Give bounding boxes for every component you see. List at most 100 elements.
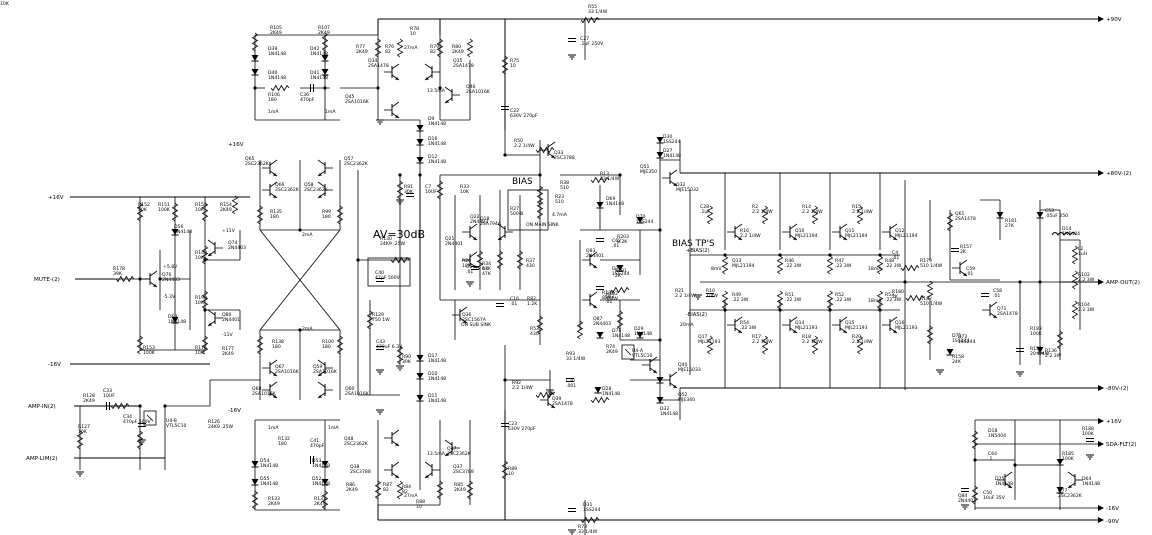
rail-label-sda-flt: SDA-FLT(2) <box>1106 442 1136 448</box>
component-value: 630V 270pF <box>510 113 538 119</box>
component-label: R54 <box>740 320 749 326</box>
component-label: D64 <box>1082 476 1091 482</box>
component-value: MJL21193 <box>795 325 818 331</box>
note-i7: 13.5mA <box>427 451 446 457</box>
resistor-symbol <box>926 280 934 300</box>
component-value: 2SC2362K <box>344 441 369 447</box>
gain-feedback-box <box>367 257 411 287</box>
component-label: R53 <box>530 326 539 332</box>
component-value: 2K <box>615 273 622 279</box>
component-value: MJL21193 <box>698 339 721 345</box>
component-value: 2K49 <box>318 30 330 36</box>
component-label: R201 <box>615 268 627 274</box>
resistor-symbol <box>270 84 290 92</box>
component-value: 2K <box>960 249 967 255</box>
resistor-symbol <box>256 335 264 355</box>
component-label: D17 <box>428 353 437 359</box>
component-value: 180 <box>268 97 277 103</box>
resistor-symbol <box>201 290 209 310</box>
resistor-symbol <box>926 325 934 345</box>
capacitor-symbol <box>310 84 314 92</box>
component-value: VTL5C10 <box>632 353 653 359</box>
resistor-symbol <box>721 255 729 275</box>
rail-label-p90: +90V <box>1106 17 1122 23</box>
component-value: 1N4148 <box>312 463 330 469</box>
component-value: 10UF <box>425 189 437 195</box>
rail-label-m90: -90V <box>1106 519 1119 525</box>
component-label: D32 <box>660 406 669 412</box>
component-label: Q13 <box>732 258 742 264</box>
component-value: 180 <box>270 214 279 220</box>
component-label: C50 <box>983 490 992 496</box>
component-value: 2SC2362K <box>304 187 329 193</box>
component-label: D70 <box>636 214 645 220</box>
component-label: D16 <box>428 136 437 142</box>
component-label: R177 <box>222 346 234 352</box>
component-value: MJL21194 <box>845 233 868 239</box>
component-value: 1N4148 <box>612 333 630 339</box>
resistor-symbol <box>1071 270 1079 290</box>
io-label-bias2-top: +BIAS(2) <box>686 248 710 254</box>
component-label: C5 <box>466 264 472 270</box>
ground-symbol <box>376 369 384 375</box>
io-label-bias2-bot: -BIAS(2) <box>686 312 707 318</box>
component-label: R84 <box>402 484 411 490</box>
component-label: D53 <box>312 458 321 464</box>
capacitor-symbol <box>376 278 384 282</box>
resistor-symbol <box>826 255 834 275</box>
component-label: Q12 <box>895 228 905 234</box>
note-i3: 2mA <box>302 232 313 238</box>
component-value: 2.2 1/4W <box>852 209 873 215</box>
resistor-symbol <box>721 290 729 310</box>
transistor-symbol <box>642 356 658 374</box>
note-i9: 4.7mA <box>552 212 568 218</box>
diode-symbol <box>251 69 259 76</box>
component-value: 1N4148 <box>606 201 624 207</box>
resistor-symbol <box>374 38 382 58</box>
component-label: Q37 <box>453 464 463 470</box>
component-label: Q16 <box>895 320 905 326</box>
component-value: 2N4403 <box>228 245 246 251</box>
resistor-symbol <box>971 485 979 505</box>
bias-pot-box <box>507 189 549 231</box>
component-value: 1N4148 <box>260 463 278 469</box>
component-value: .01 <box>966 271 973 277</box>
component-label: Q22 <box>470 214 480 220</box>
component-value: 2SC2362K <box>275 187 300 193</box>
component-label: R75 <box>510 58 519 64</box>
component-label: Q10 <box>795 228 805 234</box>
component-label: D55 <box>260 476 269 482</box>
component-label: Q17 <box>698 334 708 340</box>
component-value: 1N5404 <box>1062 231 1080 237</box>
transistor-symbol <box>462 251 478 269</box>
component-label: C59 <box>966 266 975 272</box>
transistor-symbol <box>727 316 743 334</box>
component-value: 2SA1016K <box>345 391 370 397</box>
note-i2: 1mA <box>325 109 336 115</box>
diode-symbol <box>416 139 424 146</box>
component-label: D10 <box>428 371 437 377</box>
bias-heading: BIAS <box>512 177 533 187</box>
component-value: 2.2 1/4W <box>752 209 773 215</box>
component-label: Q67 <box>275 364 285 370</box>
optocoupler-symbol <box>143 410 157 426</box>
transistor-symbol <box>832 316 848 334</box>
note-v3: +5.8V <box>163 264 178 270</box>
component-label: R104 <box>1078 302 1090 308</box>
component-value: .22 3W <box>885 297 902 303</box>
component-value: 1N4148 <box>168 319 186 325</box>
component-value: 10K <box>195 300 205 306</box>
component-value: 10K <box>195 207 205 213</box>
component-value: 2SA1016K <box>466 89 491 95</box>
component-value: MJE15033 <box>678 367 701 373</box>
component-value: 1N4148 <box>268 75 286 81</box>
note-i1: 1mA <box>268 109 279 115</box>
transistor-symbol <box>540 141 556 159</box>
diode-symbol <box>656 137 664 144</box>
component-label: C20 <box>566 378 575 384</box>
component-label: R76 <box>385 44 394 50</box>
component-value: 1uH <box>1078 251 1087 257</box>
component-value: 2SA1016K <box>345 99 370 105</box>
component-value: 24K <box>952 359 962 365</box>
component-label: R152 <box>138 202 150 208</box>
